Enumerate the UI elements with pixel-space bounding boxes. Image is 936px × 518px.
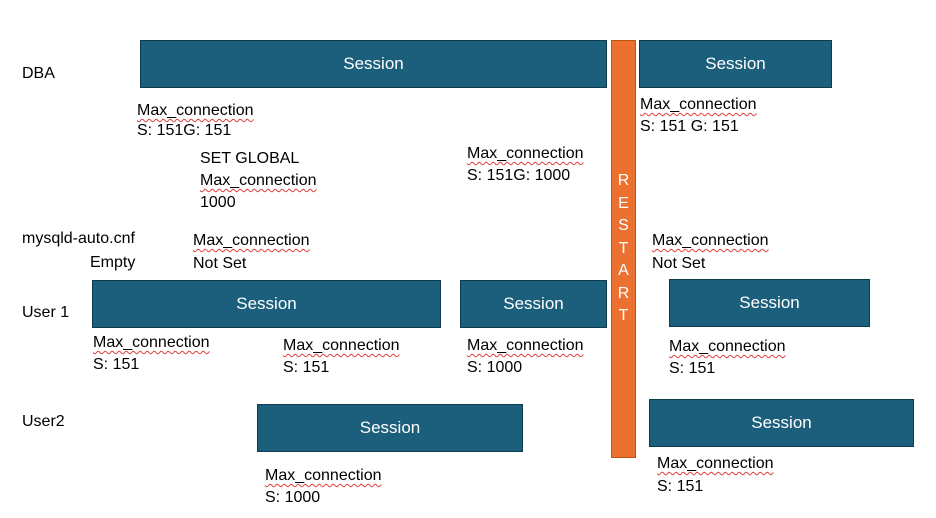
restart-bar: R E S T A R T bbox=[611, 40, 636, 458]
row-label-user2: User2 bbox=[22, 413, 65, 430]
dba-note-after-set: Max_connection S: 151G: 1000 bbox=[467, 143, 584, 187]
note-value: S: 151 G: 151 bbox=[640, 118, 739, 135]
note-value: 1000 bbox=[200, 194, 236, 211]
note-title: Max_connection bbox=[137, 102, 254, 119]
session-label: Session bbox=[503, 294, 564, 313]
note-value: S: 151 bbox=[669, 360, 716, 377]
row-label-dba: DBA bbox=[22, 65, 55, 82]
dba-note-after-restart: Max_connection S: 151 G: 151 bbox=[640, 94, 757, 138]
note-title: Max_connection bbox=[467, 145, 584, 162]
restart-letter: A bbox=[618, 262, 629, 280]
note-title: Max_connection bbox=[657, 455, 774, 472]
user1-note-1: Max_connection S: 151 bbox=[93, 332, 210, 376]
note-title: Max_connection bbox=[669, 338, 786, 355]
session-label: Session bbox=[739, 293, 800, 312]
session-label: Session bbox=[236, 294, 297, 313]
dba-session-after-restart: Session bbox=[639, 40, 832, 88]
note-value: Not Set bbox=[652, 255, 706, 272]
user2-note-1: Max_connection S: 1000 bbox=[265, 465, 382, 509]
note-value: S: 1000 bbox=[265, 489, 321, 506]
note-title: Max_connection bbox=[265, 467, 382, 484]
note-value: Not Set bbox=[193, 255, 247, 272]
user1-session-1: Session bbox=[92, 280, 441, 328]
dba-note-initial: Max_connection S: 151G: 151 bbox=[137, 101, 254, 141]
note-command: SET GLOBAL bbox=[200, 150, 300, 167]
session-label: Session bbox=[343, 54, 404, 73]
note-title: Max_connection bbox=[200, 172, 317, 189]
note-value: S: 151G: 151 bbox=[137, 122, 232, 139]
user2-session-before-restart: Session bbox=[257, 404, 523, 452]
note-title: Max_connection bbox=[640, 96, 757, 113]
note-title: Max_connection bbox=[283, 337, 400, 354]
restart-letter: R bbox=[617, 172, 630, 190]
note-value: S: 151G: 1000 bbox=[467, 167, 571, 184]
set-global-note: SET GLOBAL Max_connection 1000 bbox=[200, 148, 317, 214]
user2-session-after-restart: Session bbox=[649, 399, 914, 447]
row-label-user1: User 1 bbox=[22, 304, 70, 321]
note-value: S: 151 bbox=[657, 478, 704, 495]
cnf-note-after-restart: Max_connection Not Set bbox=[652, 229, 769, 275]
note-title: Max_connection bbox=[93, 334, 210, 351]
user1-session-after-restart: Session bbox=[669, 279, 870, 327]
session-label: Session bbox=[359, 418, 421, 437]
restart-letter: E bbox=[618, 194, 629, 212]
user2-note-after-restart: Max_connection S: 151 bbox=[657, 452, 774, 498]
restart-letter: S bbox=[618, 217, 629, 235]
user1-note-3: Max_connection S: 1000 bbox=[467, 335, 584, 379]
note-title: Max_connection bbox=[193, 232, 310, 249]
note-title: Max_connection bbox=[467, 337, 584, 354]
session-label: Session bbox=[705, 54, 766, 73]
user1-note-2: Max_connection S: 151 bbox=[283, 335, 400, 379]
dba-session-before-restart: Session bbox=[140, 40, 607, 88]
restart-letter: T bbox=[618, 239, 629, 257]
config-status: Empty bbox=[90, 254, 136, 271]
row-label-config: mysqld-auto.cnf bbox=[22, 230, 135, 247]
note-title: Max_connection bbox=[652, 232, 769, 249]
note-value: S: 1000 bbox=[467, 359, 523, 376]
user1-session-2: Session bbox=[460, 280, 607, 328]
restart-letter: R bbox=[617, 284, 630, 302]
note-value: S: 151 bbox=[283, 359, 330, 376]
session-label: Session bbox=[751, 413, 812, 432]
cnf-note-before-restart: Max_connection Not Set bbox=[193, 229, 310, 275]
restart-letter: T bbox=[618, 307, 629, 325]
user1-note-after-restart: Max_connection S: 151 bbox=[669, 336, 786, 380]
note-value: S: 151 bbox=[93, 356, 140, 373]
